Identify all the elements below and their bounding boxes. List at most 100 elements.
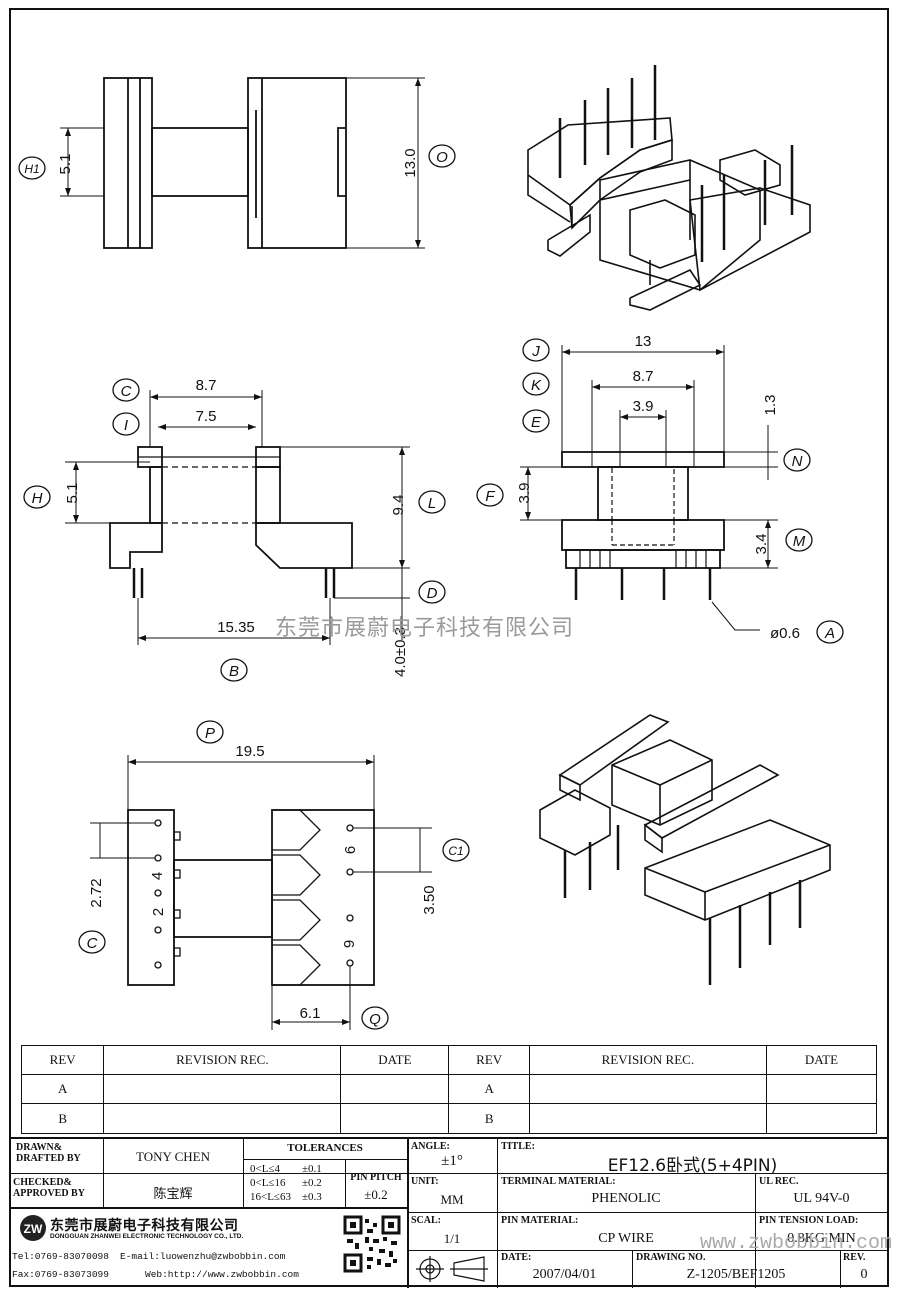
- svg-text:ZW: ZW: [24, 1222, 43, 1236]
- rec-cell: [103, 1103, 342, 1134]
- dim-h1-value: 5.1: [57, 154, 74, 175]
- date-cell: [765, 1074, 878, 1104]
- iso-view-bottom: [539, 714, 831, 985]
- dim-e-value: 3.9: [633, 398, 654, 415]
- dim-c1-value: 3.50: [421, 885, 438, 914]
- company-name-en: DONGGUAN ZHANWEI ELECTRONIC TECHNOLOGY C…: [50, 1233, 244, 1240]
- rev-header-2: REV: [448, 1045, 530, 1075]
- label-k: K: [531, 377, 542, 394]
- company-logo-icon: ZW: [20, 1215, 46, 1241]
- angle-value: ±1°: [441, 1153, 463, 1169]
- title-block: DRAWN& DRAFTED BY TONY CHEN CHECKED& APP…: [10, 1137, 888, 1288]
- title-value: EF12.6卧式(5+4PIN): [607, 1156, 778, 1176]
- date-label: DATE:: [501, 1252, 532, 1263]
- label-a: A: [824, 625, 835, 642]
- tolerances-label: TOLERANCES: [287, 1142, 363, 1154]
- angle-label: ANGLE:: [411, 1141, 450, 1152]
- dim-o-value: 13.0: [402, 148, 419, 177]
- dim-a-value: ø0.6: [770, 625, 800, 642]
- rec-cell: [103, 1074, 342, 1104]
- label-n: N: [792, 453, 803, 470]
- company-email: E-mail:luowenzhu@zwbobbin.com: [120, 1251, 286, 1262]
- date-cell: [340, 1074, 450, 1104]
- front-view: 13 8.7 3.9 1.3 3.9 3.4 ø0.6 J K E N: [476, 333, 844, 644]
- projection-symbol-icon: [416, 1256, 488, 1282]
- label-c1: C1: [448, 844, 463, 858]
- pin-pitch-label: PIN PITCH: [350, 1172, 402, 1183]
- company-name-cn: 东莞市展蔚电子科技有限公司: [50, 1218, 239, 1234]
- checked-by-label: CHECKED& APPROVED BY: [13, 1177, 85, 1199]
- qr-code-icon: [343, 1215, 401, 1273]
- date-header: DATE: [340, 1045, 450, 1075]
- iso-view-top: [527, 65, 811, 311]
- rev-header: REV: [20, 1045, 105, 1075]
- unit-value: MM: [440, 1192, 464, 1207]
- drawing-no-label: DRAWING NO.: [636, 1252, 706, 1263]
- dim-l-value: 9.4: [390, 495, 407, 516]
- label-i: I: [124, 417, 128, 434]
- label-f: F: [485, 488, 495, 505]
- drawing-no-value: Z-1205/BEF1205: [686, 1267, 786, 1282]
- revision-table: REV REVISION REC. DATE REV REVISION REC.…: [20, 1045, 878, 1134]
- title-label: TITLE:: [501, 1141, 535, 1152]
- scale-label: SCAL:: [411, 1215, 442, 1226]
- pin-material-label: PIN MATERIAL:: [501, 1215, 579, 1226]
- watermark-text: 东莞市展蔚电子科技有限公司: [275, 616, 575, 641]
- tolerance-range: 16<L≤63: [250, 1191, 291, 1203]
- pin-label-6: 6: [342, 846, 359, 854]
- label-j: J: [531, 343, 540, 360]
- ul-rec-value: UL 94V-0: [793, 1191, 850, 1206]
- tolerance-row: 0<L≤4±0.1 0<L≤16±0.2 16<L≤63±0.3: [250, 1162, 345, 1204]
- rev-cell: A: [20, 1074, 105, 1104]
- dim-b-value: 15.35: [217, 619, 255, 636]
- label-o: O: [436, 149, 448, 166]
- company-tel: Tel:0769-83070098: [12, 1251, 109, 1262]
- dim-m-value: 3.4: [753, 534, 770, 555]
- label-q: Q: [369, 1011, 381, 1028]
- date-value: 2007/04/01: [532, 1267, 597, 1282]
- pin-tension-label: PIN TENSION LOAD:: [759, 1215, 859, 1226]
- side-view: 8.7 7.5 5.1 9.4 4.0±0.3 15.35 C I H L D …: [23, 377, 446, 682]
- drawn-by-label: DRAWN& DRAFTED BY: [16, 1142, 81, 1164]
- top-view: 5.1 13.0 H1 O: [18, 77, 456, 249]
- label-p: P: [205, 725, 215, 742]
- rec-cell: [528, 1074, 767, 1104]
- tolerance-value: ±0.1: [302, 1163, 322, 1175]
- rec-cell: [528, 1103, 767, 1134]
- pin-label-4: 4: [149, 872, 166, 880]
- label-h1: H1: [24, 162, 39, 176]
- table-row: B B: [20, 1103, 878, 1134]
- dim-c-value: 8.7: [196, 377, 217, 394]
- tolerance-range: 0<L≤16: [250, 1177, 286, 1189]
- table-row: A A: [20, 1074, 878, 1104]
- label-m: M: [793, 533, 806, 550]
- drawn-by-value: TONY CHEN: [135, 1149, 211, 1164]
- pin-tension-value: 0.8KG MIN: [787, 1231, 856, 1246]
- label-l: L: [428, 495, 436, 512]
- terminal-material-label: TERMINAL MATERIAL:: [501, 1176, 616, 1187]
- label-b: B: [229, 663, 239, 680]
- label-h: H: [32, 490, 43, 507]
- unit-label: UNIT:: [411, 1176, 439, 1187]
- dim-d-value: 4.0±0.3: [392, 627, 409, 677]
- label-c: C: [121, 383, 132, 400]
- revision-header-row: REV REVISION REC. DATE REV REVISION REC.…: [20, 1045, 878, 1075]
- revision-rec-header: REVISION REC.: [103, 1045, 342, 1075]
- pin-material-value: CP WIRE: [598, 1231, 654, 1246]
- rev-cell: B: [448, 1103, 530, 1134]
- tolerance-value: ±0.3: [302, 1191, 322, 1203]
- scale-value: 1/1: [443, 1231, 461, 1246]
- terminal-material-value: PHENOLIC: [591, 1191, 661, 1206]
- pin-label-2: 2: [150, 908, 167, 916]
- rev-label: REV.: [843, 1252, 866, 1263]
- dim-j-value: 13: [635, 333, 652, 350]
- company-web: Web:http://www.zwbobbin.com: [145, 1269, 299, 1280]
- tolerance-value: ±0.2: [302, 1177, 322, 1189]
- dim-f-value: 3.9: [516, 483, 533, 504]
- company-fax: Fax:0769-83073099: [12, 1269, 109, 1280]
- dim-p-value: 19.5: [235, 743, 264, 760]
- date-cell: [340, 1103, 450, 1134]
- dim-c-bottom-value: 2.72: [88, 878, 105, 907]
- dim-k-value: 8.7: [633, 368, 654, 385]
